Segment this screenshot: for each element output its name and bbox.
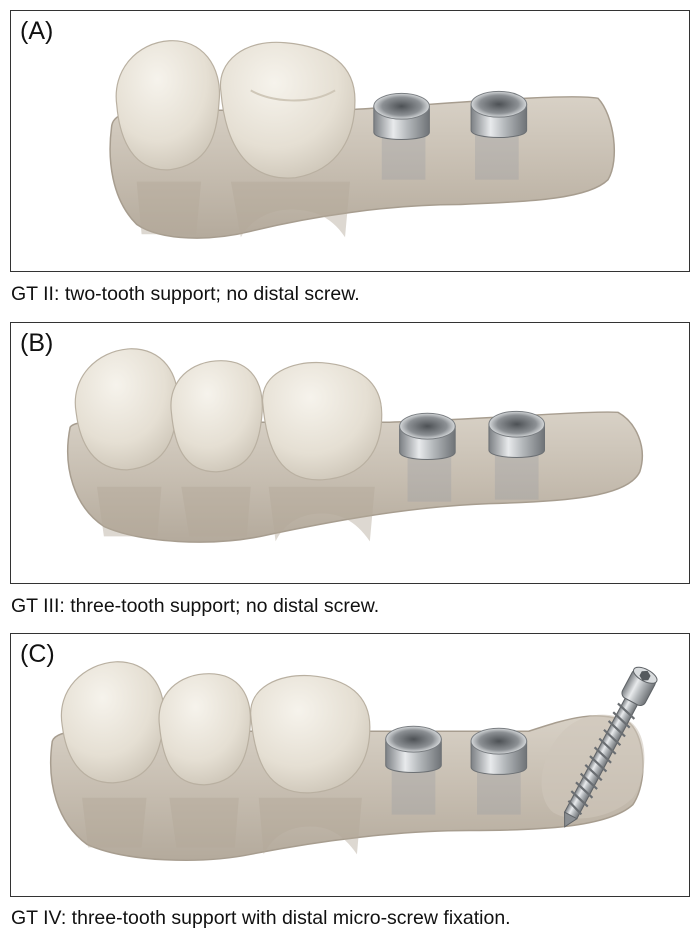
guide-illustration-b bbox=[67, 348, 644, 543]
sleeve-1 bbox=[385, 725, 442, 773]
panel-b: (B) bbox=[10, 322, 690, 584]
guide-illustration-a bbox=[109, 40, 615, 239]
sleeve-1 bbox=[373, 92, 430, 140]
caption-c: GT IV: three-tooth support with distal m… bbox=[11, 907, 511, 929]
panel-c: (C) bbox=[10, 633, 690, 897]
panel-label: (B) bbox=[20, 329, 54, 357]
panel-label: (C) bbox=[20, 640, 55, 668]
panel-a: (A) bbox=[10, 10, 690, 272]
guide-illustration-c bbox=[49, 661, 658, 862]
sleeve-2 bbox=[470, 727, 528, 775]
panel-label: (A) bbox=[20, 17, 54, 45]
sleeve-2 bbox=[470, 90, 528, 138]
sleeve-1 bbox=[399, 412, 456, 460]
caption-b: GT III: three-tooth support; no distal s… bbox=[11, 595, 380, 617]
caption-a: GT II: two-tooth support; no distal scre… bbox=[11, 283, 360, 305]
micro-screw bbox=[563, 666, 658, 828]
sleeve-2 bbox=[488, 410, 545, 458]
